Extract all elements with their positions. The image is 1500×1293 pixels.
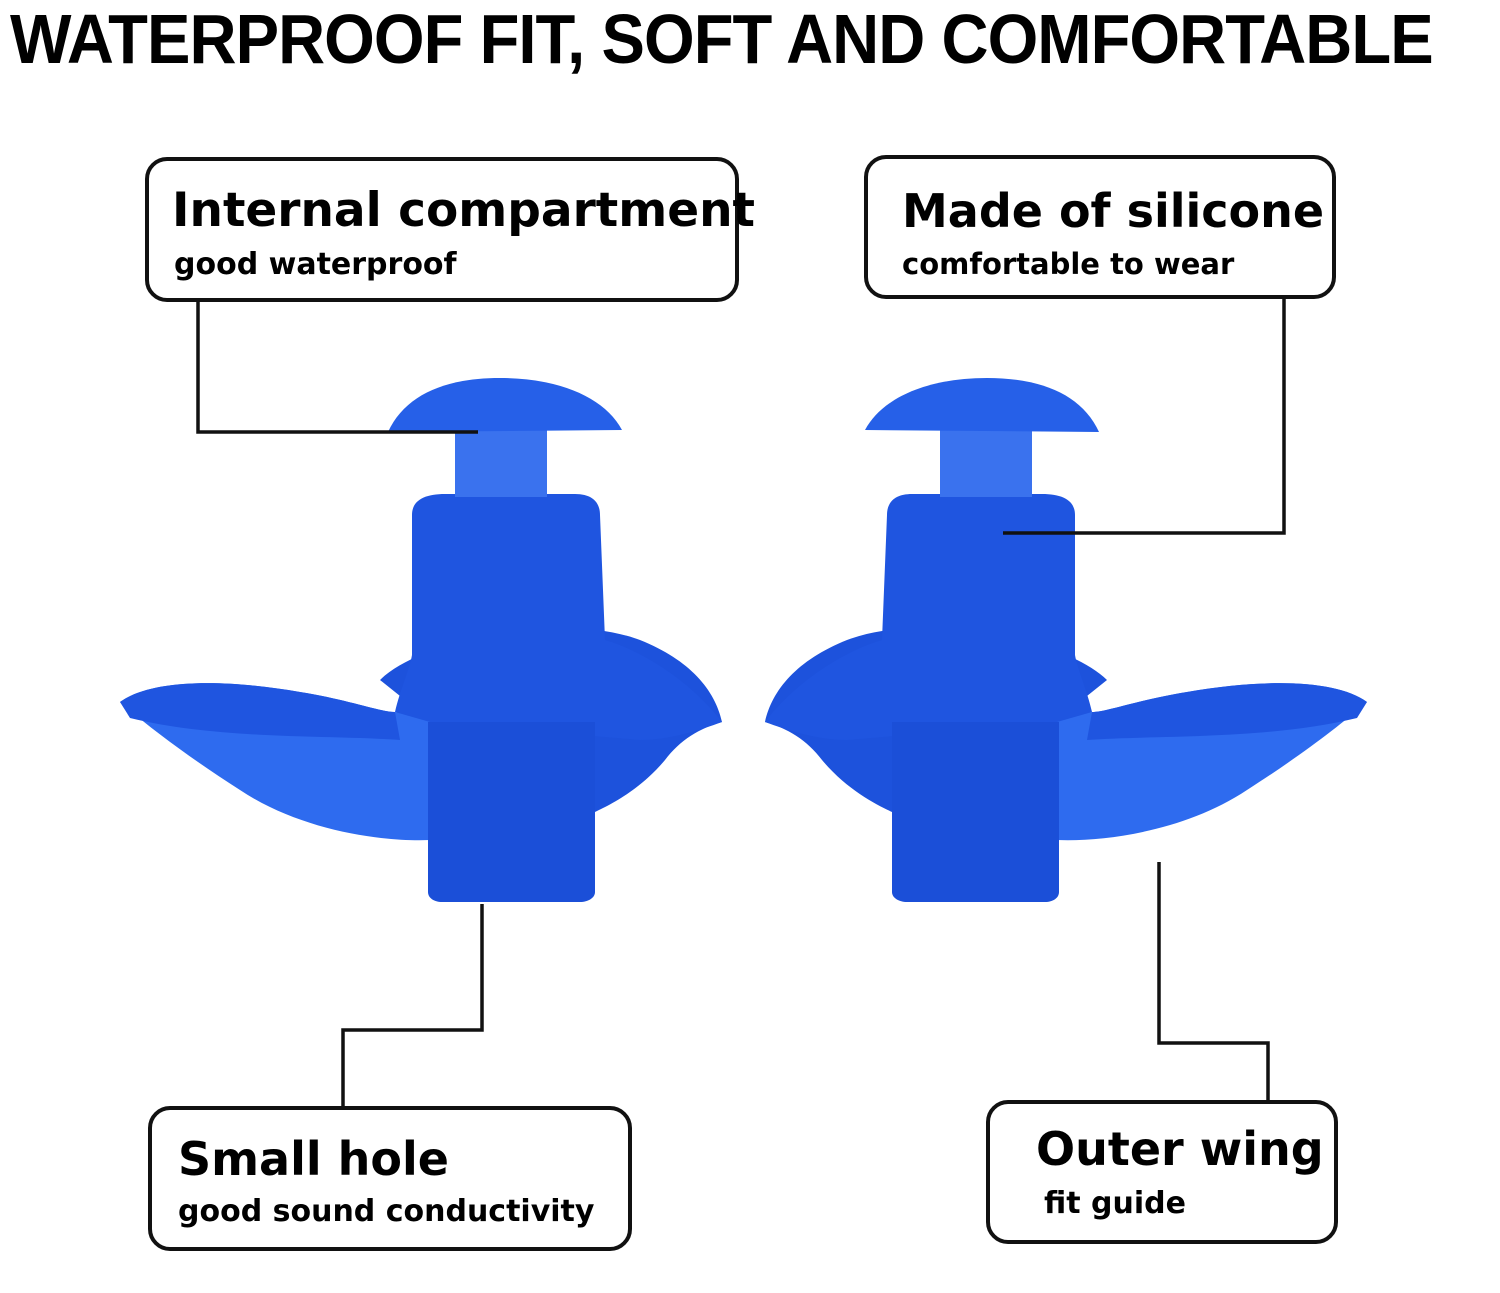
callout-heading: Small hole [178,1132,449,1186]
callout-subtext: good sound conductivity [178,1194,595,1229]
leader-lines [196,297,1286,1108]
callout-heading: Internal compartment [172,183,756,238]
callout-internal-compartment: Internal compartment good waterproof [145,157,755,302]
right-earplug [765,378,1367,902]
callout-subtext: good waterproof [174,247,457,282]
left-earplug [120,378,722,902]
callout-outer-wing: Outer wing fit guide [986,1100,1338,1244]
page-title: WATERPROOF FIT, SOFT AND COMFORTABLE [10,0,1434,78]
callout-made-of-silicone: Made of silicone comfortable to wear [864,155,1336,299]
callout-subtext: fit guide [1044,1186,1186,1221]
callout-small-hole: Small hole good sound conductivity [148,1106,632,1251]
callout-subtext: comfortable to wear [902,247,1235,281]
callout-heading: Made of silicone [902,184,1325,238]
callout-heading: Outer wing [1036,1122,1324,1176]
